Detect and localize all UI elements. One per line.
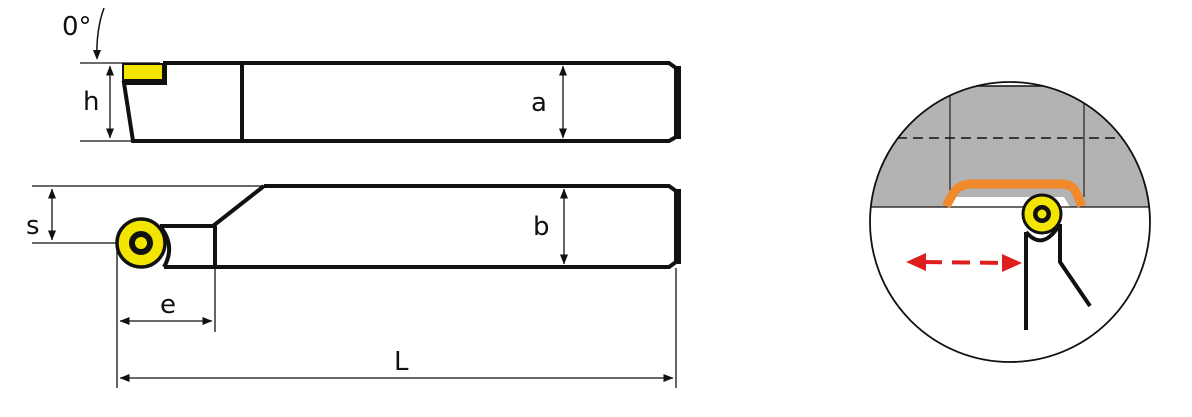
detail-holder: [1024, 224, 1092, 330]
e-label: e: [160, 290, 176, 320]
feed-arrow-right: [1002, 254, 1022, 272]
detail-circle-border: [869, 81, 1151, 363]
shank-plan-outline: [164, 184, 678, 269]
chip-profile: [942, 179, 1087, 209]
s-label: s: [26, 211, 40, 241]
angle-label: 0°: [62, 12, 92, 42]
detail-insert-screw: [1037, 209, 1047, 219]
detail-insert-seat: [1024, 222, 1062, 243]
shank-side-outline: [121, 61, 678, 143]
detail-view: [869, 81, 1151, 363]
h-label: h: [83, 87, 99, 117]
feed-arrow-left: [906, 253, 926, 271]
insert-side: [122, 63, 164, 81]
groove-top: [948, 82, 1087, 87]
bottom-view: s b e L: [26, 184, 681, 388]
a-label: a: [531, 88, 547, 118]
angle-arrowhead: [93, 50, 101, 60]
b-label: b: [533, 212, 550, 242]
top-view: 0° h a: [62, 7, 681, 143]
shank-head-taper: [160, 184, 266, 228]
feed-direction-line: [923, 260, 1007, 265]
insert-screw: [135, 237, 147, 249]
L-label: L: [394, 347, 409, 377]
